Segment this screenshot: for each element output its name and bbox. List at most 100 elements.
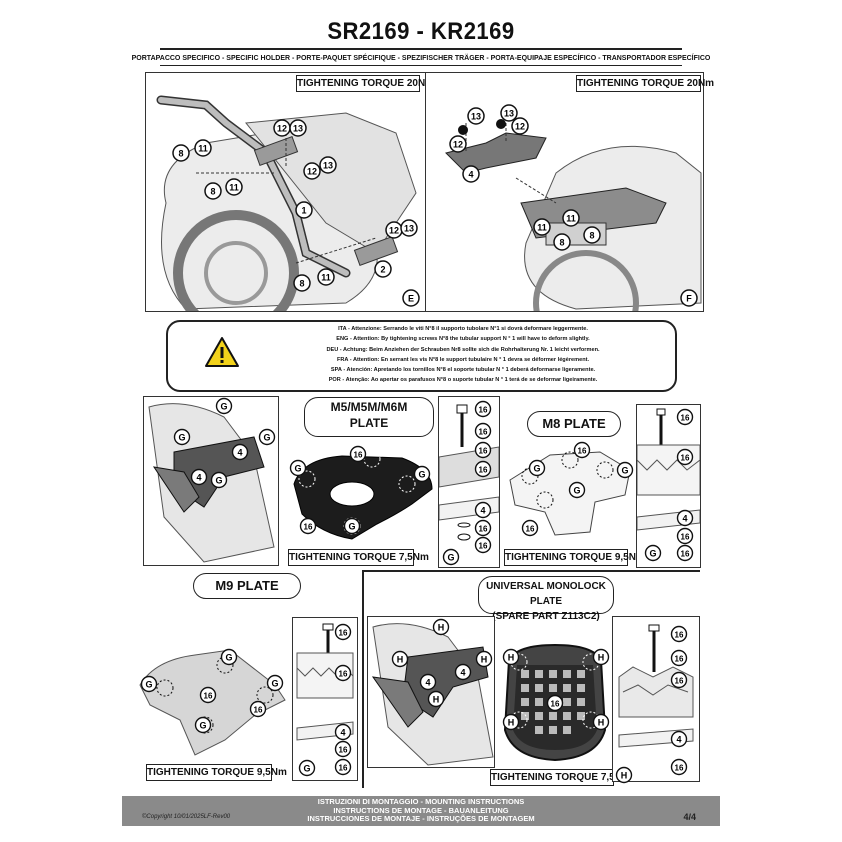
- panel-f: TIGHTENING TORQUE 20Nm 13 13 12 12 4 11 …: [425, 72, 714, 356]
- svg-text:16: 16: [675, 655, 684, 664]
- svg-text:12: 12: [307, 167, 317, 177]
- svg-text:16: 16: [339, 764, 348, 773]
- svg-text:16: 16: [681, 414, 690, 423]
- callout-16: 16: [474, 536, 492, 554]
- callout-g: G: [258, 428, 276, 446]
- warning-line-ita: ITA - Attenzione: Serrando le viti N°8 i…: [338, 326, 588, 332]
- callout-g: G: [140, 675, 158, 693]
- svg-text:16: 16: [339, 746, 348, 755]
- m5-bracket-illustration: G G G 4 4 G: [148, 397, 276, 563]
- svg-text:16: 16: [681, 454, 690, 463]
- monolock-bracket-illustration: H H H 4 4 H: [371, 618, 494, 766]
- warning-line-fra: FRA - Attention: En serrant les vis N°8 …: [336, 356, 590, 363]
- svg-text:G: G: [649, 549, 656, 559]
- panel-e: TIGHTENING TORQUE 20Nm 12 13 8 11 13 12 …: [145, 72, 434, 336]
- document-subtitle: PORTAPACCO SPECIFICO - SPECIFIC HOLDER -…: [131, 55, 711, 62]
- warning-line-por: POR - Atenção: Ao apertar os parafusos N…: [328, 377, 598, 384]
- page-number: 4/4: [683, 812, 696, 822]
- callout-16: 16: [546, 694, 564, 712]
- callout-16: 16: [670, 758, 688, 776]
- m9-plate-name: M9 PLATE: [193, 573, 301, 599]
- callout-16: 16: [334, 758, 352, 776]
- callout-g: G: [442, 548, 460, 566]
- warning-line-deu: DEU - Achtung: Beim Anziehen der Schraub…: [326, 346, 600, 353]
- callout-13: 13: [500, 104, 518, 122]
- m5-plate-name: M5/M5M/M6M PLATE: [304, 397, 434, 437]
- callout-h: H: [475, 650, 493, 668]
- callout-11: 11: [562, 209, 580, 227]
- callout-16: 16: [573, 441, 591, 459]
- monolock-plate-name-line2: (SPARE PART Z113C2): [492, 611, 600, 622]
- svg-text:G: G: [263, 433, 270, 443]
- callout-13: 13: [289, 119, 307, 137]
- callout-12: 12: [273, 119, 291, 137]
- footer-instructions: ISTRUZIONI DI MONTAGGIO - MOUNTING INSTR…: [122, 796, 720, 824]
- callout-h: H: [502, 713, 520, 731]
- svg-text:16: 16: [681, 550, 690, 559]
- svg-text:16: 16: [675, 764, 684, 773]
- svg-text:1: 1: [301, 206, 306, 216]
- panel-f-illustration: [445, 118, 702, 356]
- svg-text:G: G: [199, 721, 206, 731]
- callout-4: 4: [462, 165, 480, 183]
- svg-text:G: G: [215, 476, 222, 486]
- callout-16: 16: [334, 623, 352, 641]
- svg-text:4: 4: [196, 473, 201, 483]
- svg-text:16: 16: [681, 533, 690, 542]
- svg-text:12: 12: [515, 122, 525, 132]
- svg-text:H: H: [397, 655, 404, 665]
- footer-bar: ISTRUZIONI DI MONTAGGIO - MOUNTING INSTR…: [122, 796, 720, 826]
- svg-text:12: 12: [389, 226, 399, 236]
- warning-line-spa: SPA - Atención: Apretando los tornillos …: [330, 367, 596, 374]
- monolock-plate-illustration: H H 16 H H: [502, 643, 610, 762]
- svg-text:H: H: [621, 771, 628, 781]
- m8-plate-illustration: 16 G G G 16: [509, 441, 634, 537]
- callout-12: 12: [449, 135, 467, 153]
- footer-line-2: INSTRUCTIONS DE MONTAGE - BAUANLEITUNG: [333, 805, 509, 815]
- panel-e-illustration: [156, 95, 417, 336]
- callout-g: G: [215, 397, 233, 415]
- title-rule-bottom: [160, 65, 682, 66]
- svg-text:16: 16: [339, 629, 348, 638]
- svg-text:G: G: [225, 653, 232, 663]
- callout-h: H: [592, 648, 610, 666]
- svg-text:H: H: [598, 653, 605, 663]
- callout-16: 16: [474, 422, 492, 440]
- svg-text:G: G: [533, 464, 540, 474]
- callout-g: G: [266, 674, 284, 692]
- svg-text:13: 13: [504, 109, 514, 119]
- svg-text:11: 11: [537, 223, 547, 233]
- callout-h: H: [391, 650, 409, 668]
- callout-h: H: [427, 690, 445, 708]
- callout-g: G: [528, 459, 546, 477]
- callout-16: 16: [199, 686, 217, 704]
- callout-13: 13: [400, 219, 418, 237]
- callout-4: 4: [190, 468, 208, 486]
- svg-text:4: 4: [676, 735, 681, 745]
- svg-text:13: 13: [471, 112, 481, 122]
- m9-screw-detail-illustration: 16 16 4 16 G 16: [296, 623, 354, 777]
- svg-text:8: 8: [589, 231, 594, 241]
- svg-text:H: H: [481, 655, 488, 665]
- callout-11: 11: [225, 178, 243, 196]
- svg-text:16: 16: [479, 466, 488, 475]
- callout-16: 16: [299, 517, 317, 535]
- svg-text:8: 8: [559, 238, 564, 248]
- callout-8: 8: [553, 233, 571, 251]
- m9-screw-detail-panel: 16 16 4 16 G 16: [292, 617, 358, 781]
- svg-text:4: 4: [425, 678, 430, 688]
- svg-text:16: 16: [304, 523, 313, 532]
- svg-text:4: 4: [237, 448, 242, 458]
- panel-e-torque-label: TIGHTENING TORQUE 20Nm: [296, 75, 434, 92]
- callout-11: 11: [317, 268, 335, 286]
- svg-text:G: G: [294, 464, 301, 474]
- svg-text:G: G: [145, 680, 152, 690]
- svg-text:16: 16: [479, 428, 488, 437]
- warning-triangle-icon: [205, 337, 239, 367]
- callout-12: 12: [303, 162, 321, 180]
- callout-16: 16: [334, 740, 352, 758]
- svg-text:16: 16: [339, 670, 348, 679]
- m5-plate-name-line1: M5/M5M/M6M: [330, 400, 408, 414]
- svg-text:G: G: [220, 402, 227, 412]
- svg-text:G: G: [418, 470, 425, 480]
